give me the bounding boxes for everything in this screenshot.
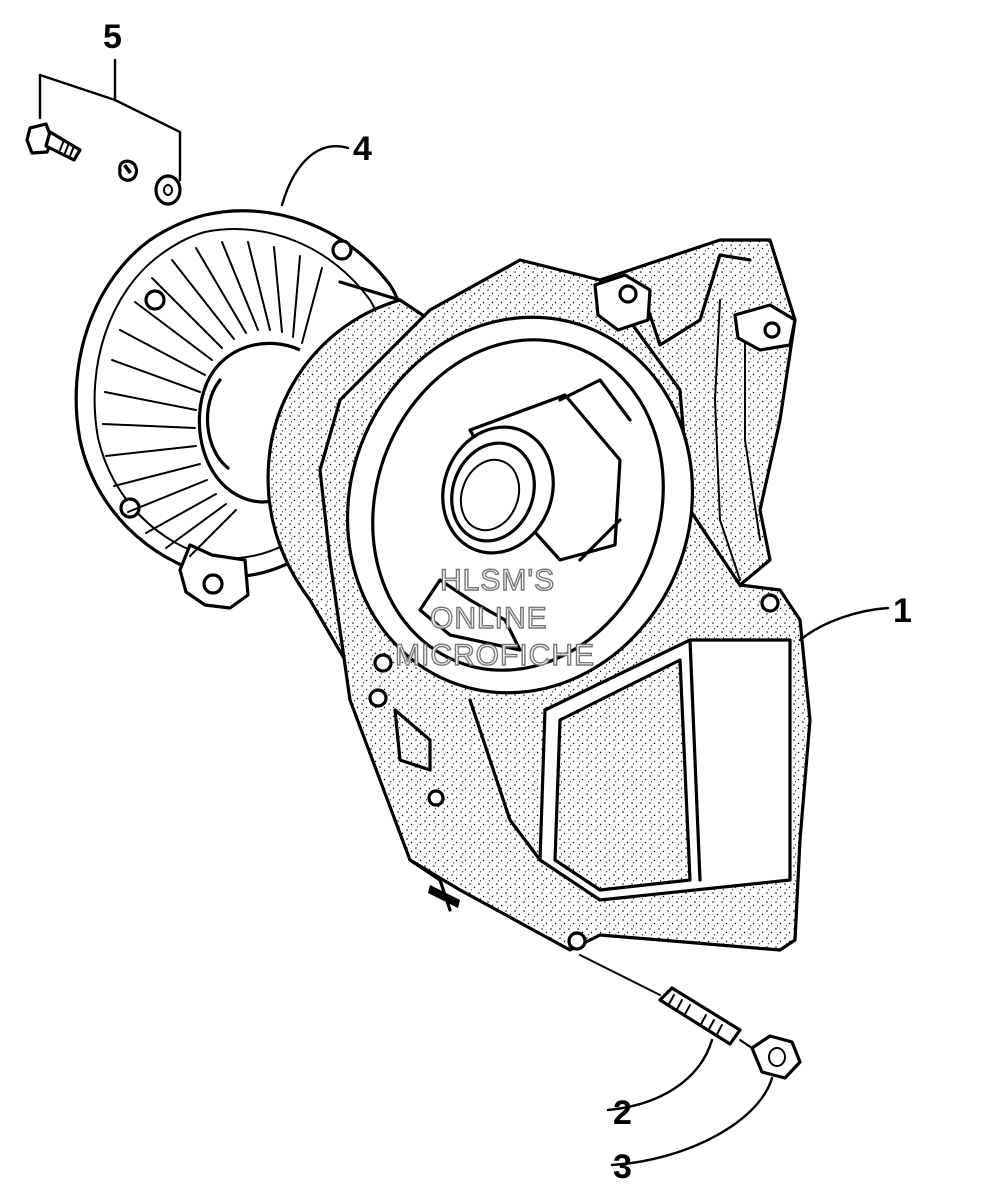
callout-5: 5 — [103, 18, 122, 56]
callout-1: 1 — [893, 592, 912, 630]
part-2-stud — [579, 954, 742, 1046]
part-1-fan-housing — [266, 238, 812, 952]
part-5-bolt-washer-set — [25, 122, 182, 206]
callout-2: 2 — [613, 1094, 632, 1132]
watermark: HLSM'S ONLINE MICROFICHE — [394, 563, 595, 672]
watermark-line-1: HLSM'S — [440, 564, 555, 597]
callout-4: 4 — [353, 130, 372, 168]
leader-lines — [38, 58, 890, 1167]
watermark-line-3: MICROFICHE — [395, 639, 595, 672]
part-3-flange-nut — [739, 1034, 802, 1080]
watermark-line-2: ONLINE — [430, 602, 548, 635]
callout-3: 3 — [613, 1148, 632, 1186]
